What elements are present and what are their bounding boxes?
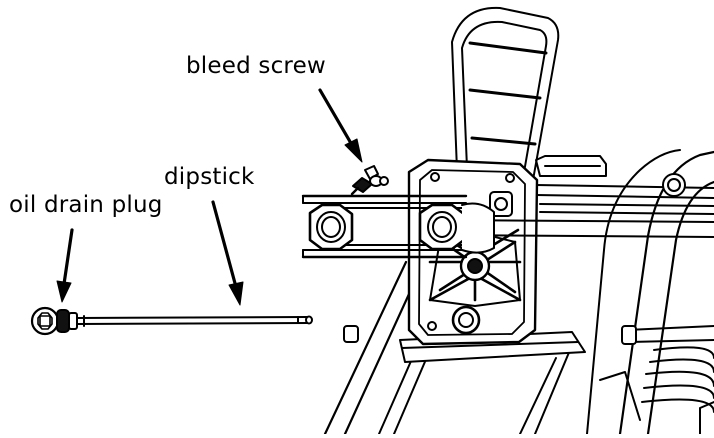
leader-arrows bbox=[56, 88, 363, 306]
oil-drain-plug-arrow bbox=[56, 228, 74, 303]
bleed-screw-label: bleed screw bbox=[186, 53, 326, 79]
dipstick-part bbox=[76, 315, 313, 327]
dipstick-arrow bbox=[211, 200, 244, 306]
oil-drain-plug-part bbox=[30, 306, 78, 336]
oil-drain-plug-label: oil drain plug bbox=[9, 192, 163, 218]
dipstick-label: dipstick bbox=[164, 164, 255, 190]
bleed-screw-arrow bbox=[318, 88, 363, 163]
horizontal-arm bbox=[301, 194, 714, 259]
right-frame bbox=[535, 149, 714, 436]
bleed-screw-part bbox=[350, 165, 389, 196]
handle-part bbox=[451, 6, 560, 197]
